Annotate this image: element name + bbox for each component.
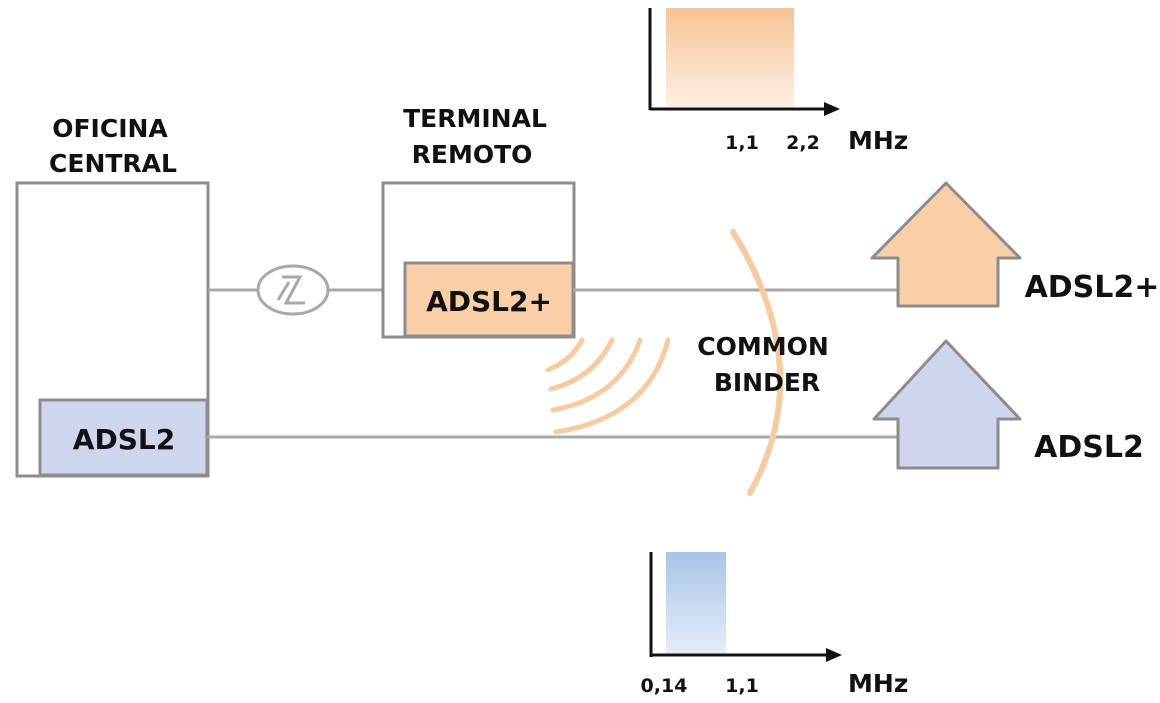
- spectrum-top-tick-1: 1,1: [725, 132, 759, 154]
- crosstalk-waves: [545, 337, 671, 435]
- remote-terminal: TERMINAL REMOTO ADSL2+: [381, 104, 576, 339]
- customer-adsl2plus-label: ADSL2+: [1025, 270, 1160, 305]
- spectrum-top-tick-2: 2,2: [786, 132, 820, 154]
- remote-terminal-title-line2: REMOTO: [412, 140, 533, 169]
- spectrum-top-band: [666, 8, 794, 107]
- house-adsl2plus: [870, 181, 1022, 308]
- central-office-adsl2-label: ADSL2: [73, 423, 175, 456]
- spectrum-bottom-unit: MHz: [848, 669, 908, 698]
- spectrum-top: 1,1 2,2 MHz: [648, 8, 908, 155]
- customer-adsl2-label: ADSL2: [1034, 430, 1144, 465]
- remote-terminal-adsl2plus-card: [403, 261, 575, 338]
- spectrum-top-arrow-icon: [824, 102, 840, 116]
- crosstalk-wave-3: [550, 337, 643, 413]
- crosstalk-wave-2: [548, 337, 615, 392]
- crosstalk-wave-1: [545, 337, 585, 373]
- house-adsl2plus-icon: [870, 181, 1022, 308]
- house-adsl2: [872, 339, 1022, 470]
- spectrum-bottom-tick-2: 1,1: [725, 675, 759, 697]
- filter-icon-glyph: [276, 275, 305, 305]
- filter-symbol: [256, 264, 330, 316]
- house-adsl2-icon: [872, 339, 1022, 470]
- common-binder-label-line2: BINDER: [714, 368, 820, 397]
- crosstalk-wave-4: [553, 337, 671, 435]
- central-office: OFICINA CENTRAL ADSL2: [15, 114, 210, 478]
- spectrum-bottom-band: [666, 552, 726, 653]
- spectrum-bottom: 0,14 1,1 MHz: [641, 552, 908, 698]
- remote-terminal-adsl2plus-label: ADSL2+: [426, 285, 552, 318]
- central-office-title-line1: OFICINA: [52, 114, 168, 143]
- spectrum-bottom-arrow-icon: [826, 648, 842, 662]
- common-binder-label-line1: COMMON: [697, 332, 829, 361]
- central-office-title-line2: CENTRAL: [49, 149, 177, 178]
- remote-terminal-title-line1: TERMINAL: [403, 104, 547, 133]
- spectrum-top-unit: MHz: [848, 126, 908, 155]
- common-binder-arc: [730, 229, 784, 496]
- spectrum-bottom-tick-1: 0,14: [641, 675, 688, 697]
